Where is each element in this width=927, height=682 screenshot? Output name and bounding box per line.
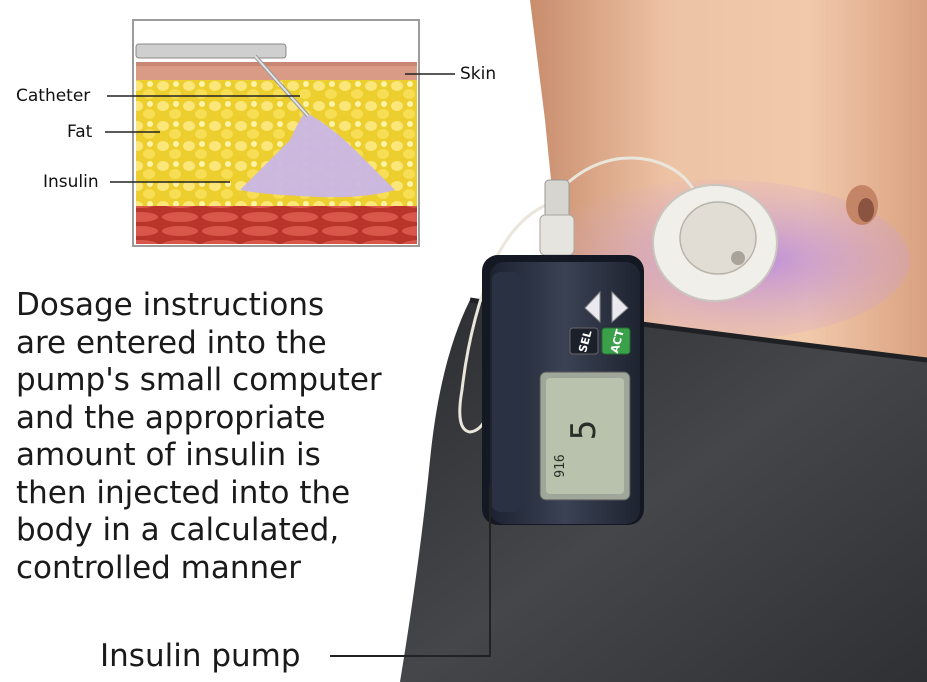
pants — [400, 300, 927, 682]
dosage-caption: Dosage instructions are entered into the… — [16, 287, 416, 587]
caption-line: then injected into the — [16, 475, 416, 513]
pump-display-time: 916 — [553, 454, 568, 477]
caption-line: are entered into the — [16, 325, 416, 363]
skin-cross-section-inset — [105, 20, 455, 246]
label-skin: Skin — [460, 64, 496, 84]
caption-line: amount of insulin is — [16, 437, 416, 475]
insulin-pump-label: Insulin pump — [100, 638, 301, 674]
caption-line: and the appropriate — [16, 400, 416, 438]
caption-line: body in a calculated, — [16, 512, 416, 550]
caption-line: pump's small computer — [16, 362, 416, 400]
label-catheter: Catheter — [16, 86, 90, 106]
insulin-pump-device — [482, 255, 644, 525]
pump-display-value: 5 — [564, 420, 604, 440]
tube-connector — [545, 180, 569, 218]
label-fat: Fat — [67, 122, 92, 142]
caption-line: controlled manner — [16, 550, 416, 588]
caption-line: Dosage instructions — [16, 287, 416, 325]
label-insulin: Insulin — [43, 172, 99, 192]
